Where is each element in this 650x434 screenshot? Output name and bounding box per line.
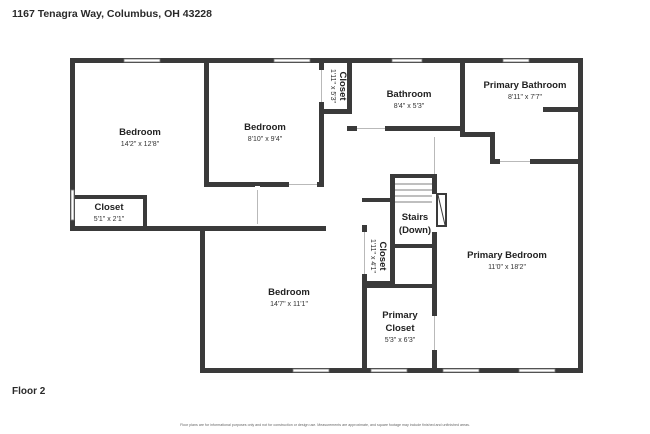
room-closet-nw: Closet 5'1" x 2'1" <box>94 202 125 223</box>
room-primary-bathroom: Primary Bathroom 8'11" x 7'7" <box>484 80 567 101</box>
room-dim: 8'10" x 9'4" <box>248 136 283 143</box>
door-openings <box>255 70 530 350</box>
room-dim: 8'11" x 7'7" <box>508 94 542 101</box>
room-name: Closet <box>337 71 348 101</box>
stair-treads <box>395 183 432 203</box>
room-primary-bedroom: Primary Bedroom 11'0" x 18'2" <box>467 250 547 271</box>
room-name: (Down) <box>399 225 431 236</box>
room-primary-closet: Primary Closet 5'3" x 6'3" <box>382 310 418 344</box>
stair-railing <box>436 193 447 227</box>
room-name: Closet <box>94 202 124 213</box>
room-bathroom: Bathroom 8'4" x 5'3" <box>387 89 432 110</box>
room-dim: 11'0" x 18'2" <box>488 264 526 271</box>
walls <box>70 58 583 373</box>
windows <box>70 58 556 373</box>
room-dim: 5'1" x 2'1" <box>94 216 125 223</box>
room-name: Closet <box>377 241 388 271</box>
room-dim: 8'4" x 5'3" <box>394 103 425 110</box>
room-bedroom-mid: Bedroom 8'10" x 9'4" <box>244 122 286 143</box>
room-dim: 1'11" x 5'3" <box>329 69 336 103</box>
room-bedroom-sw: Bedroom 14'7" x 11'1" <box>268 287 310 308</box>
room-dim: 1'11" x 4'1" <box>369 239 376 273</box>
room-name: Closet <box>385 323 415 334</box>
room-name: Primary <box>382 310 418 321</box>
room-dim: 14'7" x 11'1" <box>270 301 308 308</box>
room-dim: 14'2" x 12'8" <box>121 141 160 148</box>
disclaimer-text: Floor plans are for informational purpos… <box>180 423 470 427</box>
room-closet-small: Closet 1'11" x 5'3" <box>329 69 348 103</box>
room-name: Bedroom <box>119 127 161 138</box>
room-dim: 5'3" x 6'3" <box>385 337 416 344</box>
property-address: 1167 Tenagra Way, Columbus, OH 43228 <box>12 8 212 20</box>
room-stairs: Stairs (Down) <box>399 212 431 236</box>
room-name: Primary Bedroom <box>467 250 547 261</box>
floor-label: Floor 2 <box>12 386 46 397</box>
room-name: Stairs <box>402 212 428 223</box>
room-name: Bathroom <box>387 89 432 100</box>
room-bedroom-nw: Bedroom 14'2" x 12'8" <box>119 127 161 148</box>
room-name: Primary Bathroom <box>484 80 567 91</box>
room-closet-hall: Closet 1'11" x 4'1" <box>369 239 388 273</box>
room-name: Bedroom <box>244 122 286 133</box>
room-name: Bedroom <box>268 287 310 298</box>
